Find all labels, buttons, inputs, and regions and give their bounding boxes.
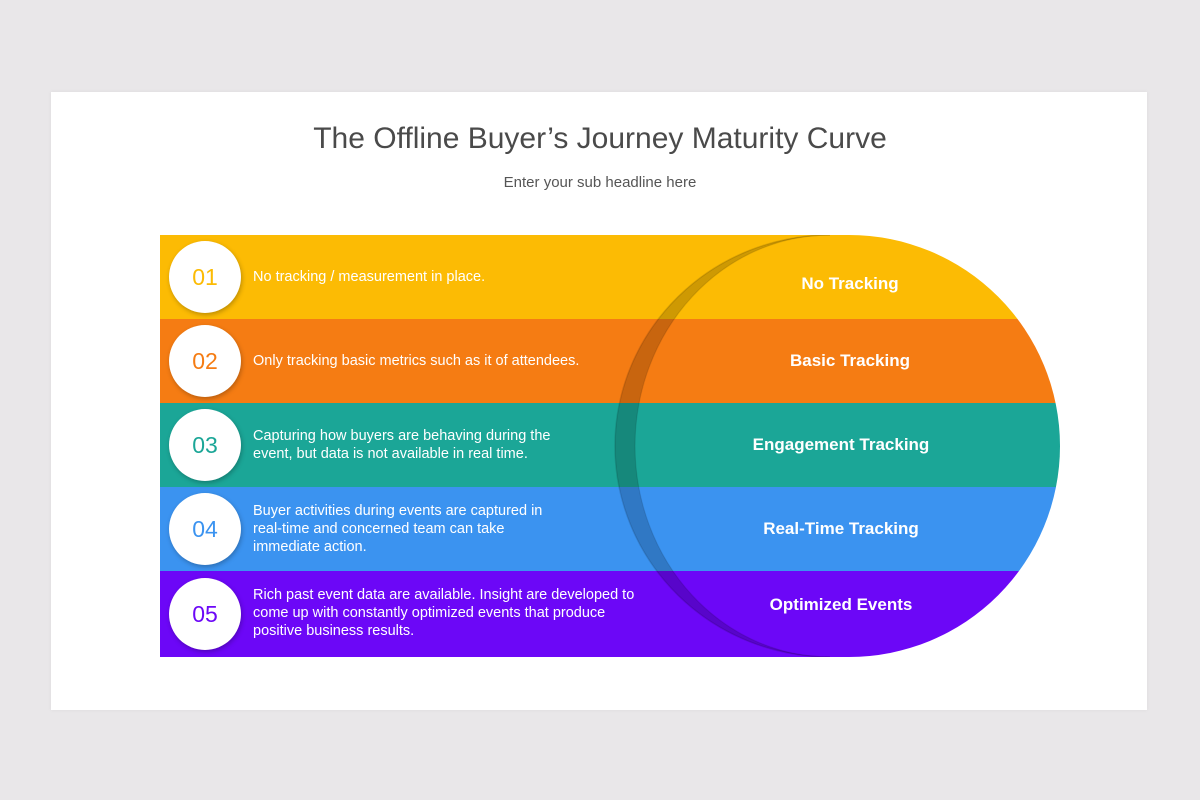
band-01 <box>160 235 1060 319</box>
stage-label-no-tracking: No Tracking <box>801 274 899 293</box>
band-02 <box>160 319 1060 403</box>
step-number-04: 04 <box>192 515 218 542</box>
band-03 <box>160 403 1060 487</box>
step-number-badge-04: 04 <box>169 493 241 565</box>
step-number-02: 02 <box>192 347 218 374</box>
step-description-04: Buyer activities during events are captu… <box>253 503 543 555</box>
step-number-badge-01: 01 <box>169 241 241 313</box>
step-number-badge-03: 03 <box>169 409 241 481</box>
step-number-05: 05 <box>192 600 218 627</box>
step-description-05: Rich past event data are available. Insi… <box>253 587 635 639</box>
stage-label-engagement-tracking: Engagement Tracking <box>752 435 930 454</box>
step-number-badge-05: 05 <box>169 578 241 650</box>
step-number-badge-02: 02 <box>169 325 241 397</box>
step-description-02: Only tracking basic metrics such as it o… <box>253 353 580 369</box>
slide-subtitle: Enter your sub headline here <box>503 174 697 191</box>
stage-label-real-time-tracking: Real-Time Tracking <box>763 519 919 538</box>
step-number-01: 01 <box>192 263 218 290</box>
band-04 <box>160 487 1060 571</box>
step-number-03: 03 <box>192 431 218 458</box>
slide-title: The Offline Buyer’s Journey Maturity Cur… <box>313 122 887 155</box>
crescent-edge-inner <box>634 235 831 657</box>
bands-group <box>160 235 1060 657</box>
step-description-01: No tracking / measurement in place. <box>253 269 486 285</box>
crescent-edge-outer <box>614 235 831 657</box>
step-description-03: Capturing how buyers are behaving during… <box>253 428 551 462</box>
band-05 <box>160 571 1060 657</box>
stage-label-optimized-events: Optimized Events <box>769 595 913 614</box>
stage-label-basic-tracking: Basic Tracking <box>789 351 910 370</box>
